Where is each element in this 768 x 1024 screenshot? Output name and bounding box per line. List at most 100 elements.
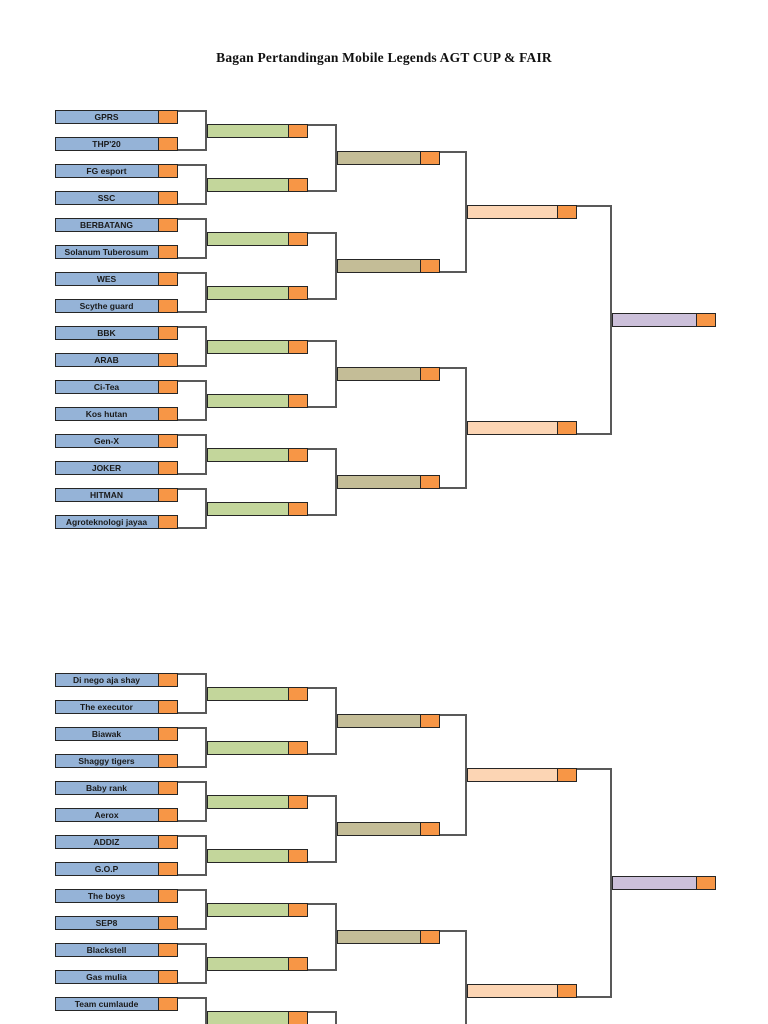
- round-2-bar: [207, 686, 308, 701]
- score-box: [158, 407, 178, 421]
- round-3-bar: [337, 258, 440, 273]
- score-box: [288, 447, 308, 462]
- team-bar: Di nego aja shay: [55, 673, 178, 687]
- team-name: THP'20: [92, 139, 121, 149]
- round-2-bar: [207, 393, 308, 408]
- team-name: HITMAN: [89, 490, 124, 500]
- team-bar: Agroteknologi jayaa: [55, 515, 178, 529]
- bracket-connector: [440, 929, 467, 1024]
- score-box: [420, 821, 440, 836]
- bracket-connector: [577, 204, 612, 435]
- score-box: [158, 673, 178, 687]
- page-title: Bagan Pertandingan Mobile Legends AGT CU…: [216, 50, 552, 65]
- score-box: [158, 110, 178, 124]
- score-box: [557, 983, 577, 998]
- score-box: [288, 848, 308, 863]
- team-name: SSC: [97, 193, 116, 203]
- score-box: [288, 231, 308, 246]
- team-name: FG esport: [86, 166, 127, 176]
- team-bar: Baby rank: [55, 781, 178, 795]
- bracket-connector: [308, 794, 337, 863]
- final-bar: [612, 875, 716, 890]
- round-4-bar: [467, 767, 577, 782]
- score-box: [158, 916, 178, 930]
- bracket-connector: [178, 380, 207, 421]
- team-bar: Shaggy tigers: [55, 754, 178, 768]
- bracket-connector: [178, 835, 207, 876]
- team-bar: The boys: [55, 889, 178, 903]
- team-bar: Blackstell: [55, 943, 178, 957]
- score-box: [288, 740, 308, 755]
- team-bar: Team cumlaude: [55, 997, 178, 1011]
- score-box: [158, 191, 178, 205]
- round-4-bar: [467, 420, 577, 435]
- team-name: G.O.P: [94, 864, 119, 874]
- bracket-connector: [178, 997, 207, 1024]
- bracket-connector: [178, 218, 207, 259]
- round-3-bar: [337, 821, 440, 836]
- round-2-bar: [207, 123, 308, 138]
- score-box: [158, 380, 178, 394]
- team-name: Blackstell: [86, 945, 127, 955]
- score-box: [158, 700, 178, 714]
- score-box: [158, 434, 178, 448]
- round-3-bar: [337, 366, 440, 381]
- round-3-bar: [337, 474, 440, 489]
- team-name: WES: [96, 274, 117, 284]
- score-box: [288, 956, 308, 971]
- bracket-connector: [178, 673, 207, 714]
- score-box: [158, 218, 178, 232]
- team-bar: SEP8: [55, 916, 178, 930]
- bracket-connector: [178, 781, 207, 822]
- round-2-bar: [207, 1010, 308, 1024]
- team-bar: Solanum Tuberosum: [55, 245, 178, 259]
- round-2-bar: [207, 956, 308, 971]
- score-box: [288, 285, 308, 300]
- team-name: Aerox: [94, 810, 119, 820]
- bracket-connector: [178, 110, 207, 151]
- team-bar: The executor: [55, 700, 178, 714]
- score-box: [288, 1010, 308, 1024]
- team-bar: Gen-X: [55, 434, 178, 448]
- team-name: Baby rank: [85, 783, 128, 793]
- round-3-bar: [337, 929, 440, 944]
- team-name: Agroteknologi jayaa: [65, 517, 148, 527]
- team-name: Gas mulia: [86, 972, 127, 982]
- round-2-bar: [207, 447, 308, 462]
- round-3-bar: [337, 150, 440, 165]
- team-bar: BERBATANG: [55, 218, 178, 232]
- score-box: [158, 488, 178, 502]
- bracket-connector: [577, 767, 612, 998]
- score-box: [557, 204, 577, 219]
- score-box: [158, 781, 178, 795]
- team-bar: Ci-Tea: [55, 380, 178, 394]
- bracket-connector: [308, 902, 337, 971]
- score-box: [158, 970, 178, 984]
- score-box: [288, 393, 308, 408]
- score-box: [158, 461, 178, 475]
- team-bar: ARAB: [55, 353, 178, 367]
- score-box: [420, 474, 440, 489]
- team-name: ARAB: [94, 355, 119, 365]
- bracket-connector: [308, 447, 337, 516]
- bracket-connector: [178, 434, 207, 475]
- round-3-bar: [337, 713, 440, 728]
- bracket-connector: [178, 727, 207, 768]
- team-bar: Scythe guard: [55, 299, 178, 313]
- team-name: BBK: [97, 328, 116, 338]
- team-bar: SSC: [55, 191, 178, 205]
- bracket-connector: [178, 164, 207, 205]
- round-2-bar: [207, 285, 308, 300]
- bracket-connector: [178, 326, 207, 367]
- score-box: [420, 929, 440, 944]
- bracket-connector: [440, 150, 467, 273]
- team-bar: THP'20: [55, 137, 178, 151]
- team-name: Scythe guard: [79, 301, 134, 311]
- round-4-bar: [467, 983, 577, 998]
- round-2-bar: [207, 501, 308, 516]
- team-bar: Biawak: [55, 727, 178, 741]
- bracket-connector: [178, 272, 207, 313]
- score-box: [158, 515, 178, 529]
- team-name: Solanum Tuberosum: [64, 247, 149, 257]
